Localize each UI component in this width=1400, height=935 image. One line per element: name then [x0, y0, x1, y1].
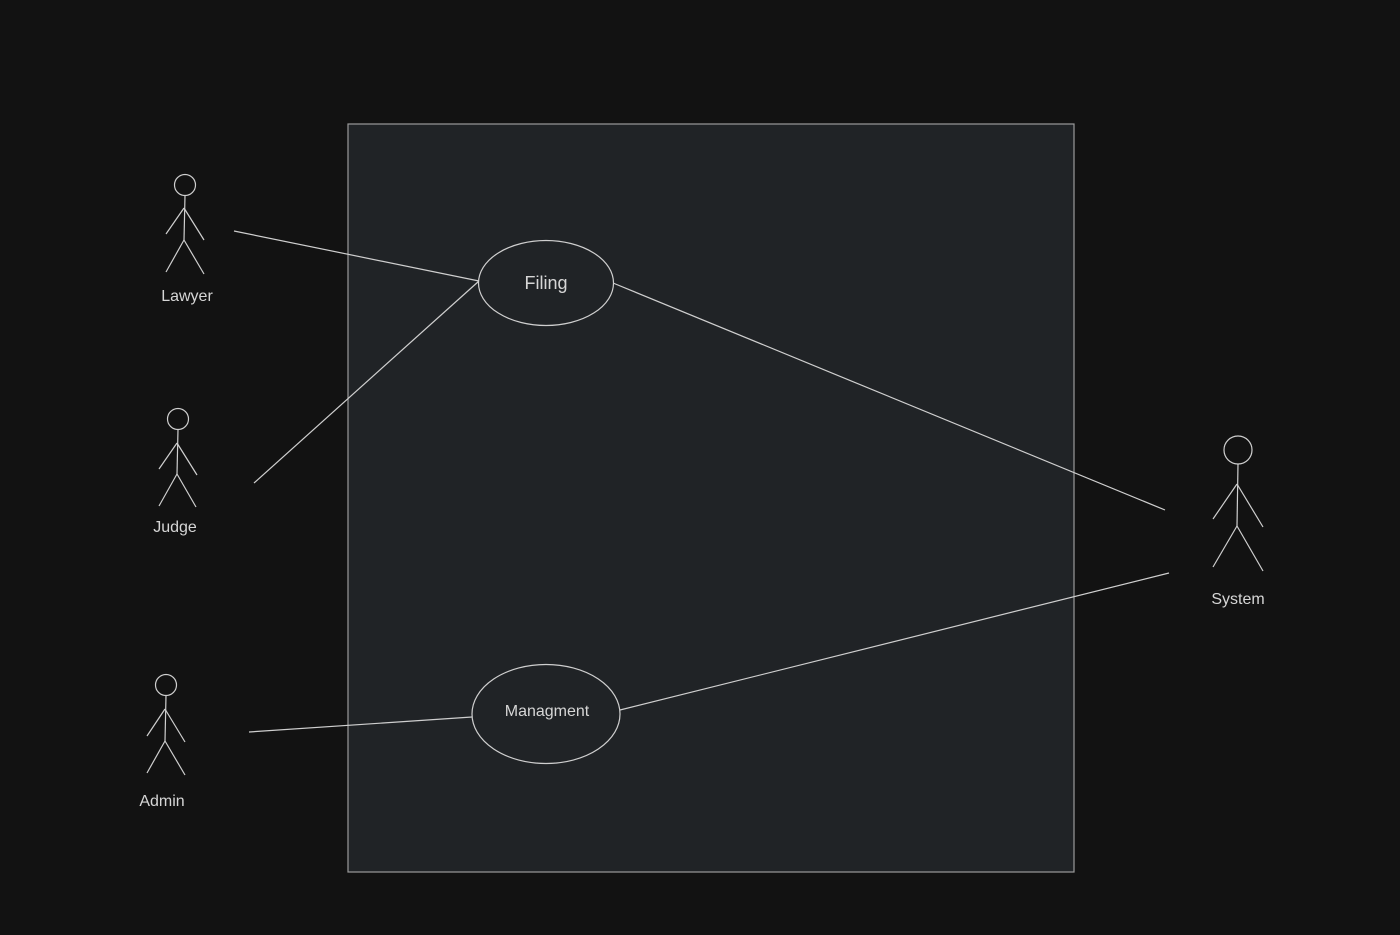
stick-figure-icon: [146, 673, 186, 776]
association-admin-management[interactable]: [248, 716, 473, 733]
stick-figure-icon: [165, 173, 205, 275]
use-case-management[interactable]: Managment: [471, 663, 621, 765]
actor-lawyer-label: Lawyer: [161, 288, 213, 305]
use-case-filing[interactable]: Filing: [477, 239, 615, 327]
actor-judge-label: Judge: [153, 519, 197, 536]
stick-figure-icon: [158, 407, 198, 508]
actor-system-label: System: [1211, 591, 1264, 608]
association-filing-system[interactable]: [612, 282, 1166, 511]
actor-admin-label: Admin: [139, 793, 184, 810]
system-boundary[interactable]: [347, 123, 1075, 873]
association-lawyer-filing[interactable]: [233, 230, 480, 282]
use-case-management-ellipse: [471, 663, 621, 765]
association-management-system[interactable]: [619, 572, 1170, 711]
stick-figure-icon: [1212, 435, 1264, 572]
actor-admin[interactable]: Admin: [139, 673, 186, 811]
use-case-filing-label: Filing: [524, 273, 567, 293]
actor-lawyer[interactable]: Lawyer: [161, 173, 213, 306]
actor-judge[interactable]: Judge: [153, 407, 198, 537]
association-judge-filing[interactable]: [253, 280, 480, 484]
actor-system[interactable]: System: [1211, 435, 1265, 608]
use-case-filing-ellipse: [477, 239, 615, 327]
use-case-management-label: Managment: [505, 703, 590, 720]
